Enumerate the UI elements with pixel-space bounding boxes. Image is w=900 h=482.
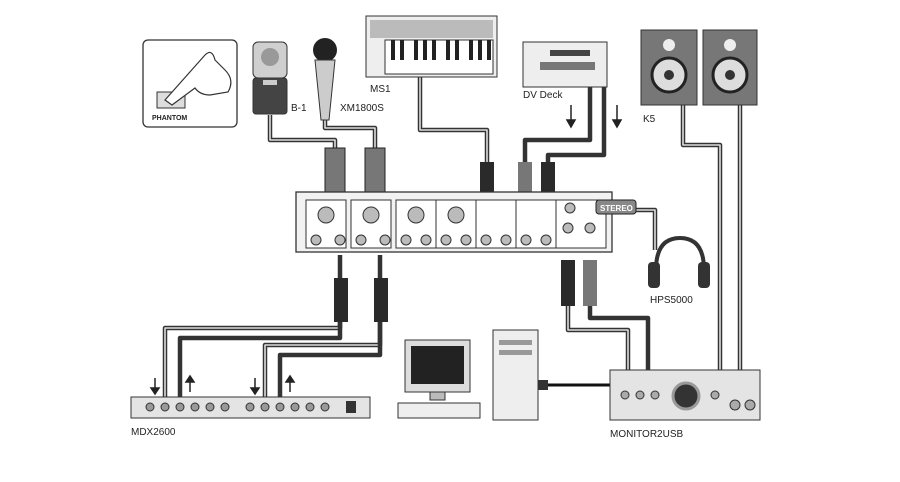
finger-icon	[164, 51, 232, 106]
b1-condenser-mic: B-1	[252, 41, 307, 115]
cables	[162, 77, 743, 398]
ms1-synthesizer: MS1	[365, 15, 498, 95]
svg-text:STEREO: STEREO	[600, 204, 633, 213]
keyboard-icon	[397, 402, 481, 419]
monitor2usb: MONITOR2USB	[609, 369, 761, 440]
mixer: STEREO	[295, 191, 637, 253]
hps5000-headphones: HPS5000	[648, 235, 710, 306]
svg-text:B-1: B-1	[291, 103, 307, 114]
xm1800s-dynamic-mic: XM1800S	[313, 38, 384, 121]
svg-text:K5: K5	[643, 114, 656, 125]
svg-text:MS1: MS1	[370, 84, 391, 95]
svg-text:MONITOR2USB: MONITOR2USB	[610, 429, 683, 440]
phantom-button-illustration: PHANTOM	[142, 39, 238, 128]
mdx2600-compressor: MDX2600	[130, 396, 371, 438]
k5-speakers: K5	[640, 29, 758, 125]
svg-text:PHANTOM: PHANTOM	[152, 115, 187, 122]
signal-arrows	[149, 105, 623, 396]
svg-text:HPS5000: HPS5000	[650, 295, 693, 306]
svg-text:DV Deck: DV Deck	[523, 90, 563, 101]
computer	[397, 329, 539, 421]
svg-text:MDX2600: MDX2600	[131, 427, 176, 438]
dv-deck: DV Deck	[522, 41, 608, 101]
svg-text:XM1800S: XM1800S	[340, 103, 384, 114]
